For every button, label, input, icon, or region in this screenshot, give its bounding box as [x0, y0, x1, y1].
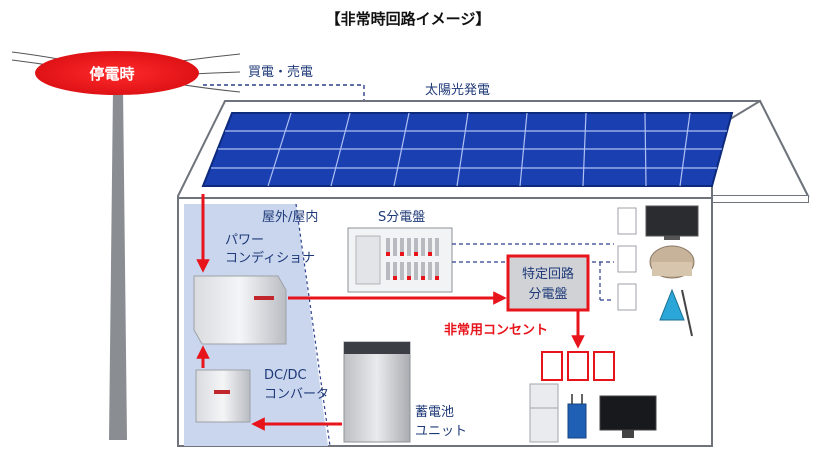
- dcdc-converter-label-line1: DC/DC: [264, 368, 307, 383]
- outlet-icon: [617, 207, 637, 311]
- battery-label-line1: 蓄電池: [415, 405, 454, 420]
- outlet-icon: [541, 351, 563, 381]
- specific-circuit-board-icon: [506, 254, 590, 312]
- outage-badge: [35, 51, 199, 95]
- tv-icon: [645, 205, 699, 240]
- outdoor-indoor-divider: [295, 203, 331, 447]
- outlet-icon: [567, 351, 589, 381]
- vacuum-cleaner-icon: [659, 288, 693, 337]
- distribution-board-icon: [347, 227, 453, 293]
- router-icon: [567, 394, 587, 439]
- power-conditioner-label-line2: コンディショナ: [225, 250, 315, 266]
- rice-cooker-icon: [649, 245, 695, 279]
- outage-label: 停電時: [89, 65, 134, 83]
- solar-label: 太陽光発電: [425, 83, 490, 98]
- refrigerator-icon: [529, 383, 559, 443]
- dcdc-converter-icon: [195, 369, 251, 423]
- dcdc-converter-label-line2: コンバータ: [264, 387, 329, 402]
- monitor-icon: [599, 395, 657, 438]
- outlet-icon: [593, 351, 615, 381]
- battery-label-line2: ユニット: [415, 424, 467, 439]
- power-conditioner-icon: [193, 275, 287, 345]
- outdoor-indoor-label: 屋外/屋内: [262, 209, 318, 225]
- diagram-title: 【非常時回路イメージ】: [326, 10, 491, 28]
- specific-circuit-board-label-line2: 分電盤: [528, 287, 567, 302]
- solar-panel-icon: [201, 112, 734, 187]
- grid-trade-label: 買電・売電: [248, 64, 313, 80]
- emergency-outlet-label: 非常用コンセント: [444, 322, 548, 338]
- power-conditioner-label-line1: パワー: [225, 233, 264, 248]
- power-flow-arrows: [196, 194, 585, 431]
- battery-unit-icon: [343, 341, 411, 443]
- specific-circuit-board-label-line1: 特定回路: [522, 266, 574, 282]
- emergency-outlets: [541, 351, 615, 381]
- distribution-board-label: S分電盤: [378, 210, 425, 225]
